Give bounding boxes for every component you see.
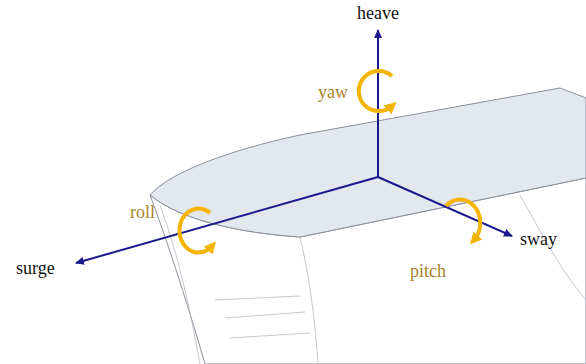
axis-label: heave	[357, 4, 399, 22]
rotation-label: yaw	[318, 83, 348, 101]
axis-label: sway	[520, 230, 557, 248]
axis-label: surge	[16, 259, 55, 277]
rotation-label: pitch	[410, 262, 446, 280]
rotation-label: roll	[130, 203, 155, 221]
